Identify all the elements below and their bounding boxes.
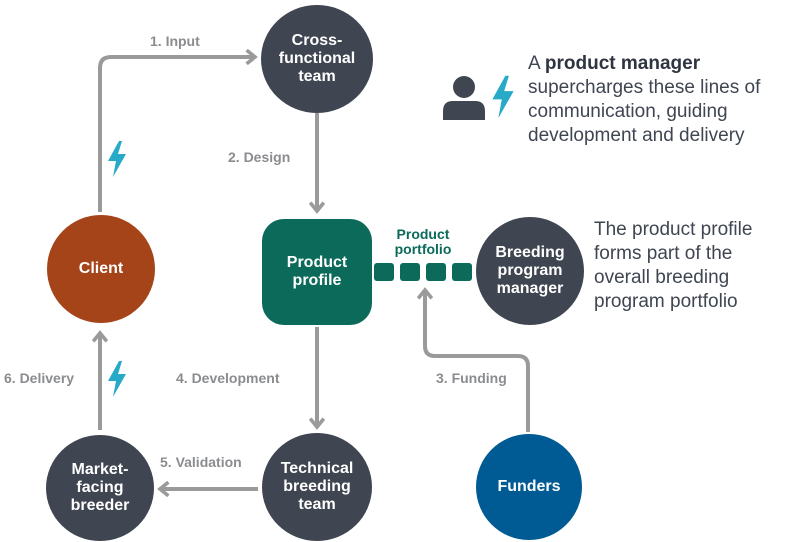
technical-breeding-team-node: Technical breeding team — [262, 433, 372, 541]
lightning-icon — [492, 75, 514, 119]
edge-label-funding: 3. Funding — [436, 370, 507, 386]
product-profile-node: Product profile — [262, 219, 372, 325]
note-body: supercharges these lines of communicatio… — [528, 77, 761, 146]
portfolio-square — [426, 263, 446, 281]
portfolio-square — [400, 263, 420, 281]
edge-label-design: 2. Design — [228, 149, 291, 165]
product-portfolio-label: Product portfolio — [394, 226, 452, 257]
lightning-icon — [108, 141, 126, 177]
person-icon — [443, 76, 485, 120]
breeding-program-manager-node: Breeding program manager — [476, 217, 584, 325]
portfolio-square — [452, 263, 472, 281]
edge-label-development: 4. Development — [176, 370, 280, 386]
client-node: Client — [47, 215, 155, 323]
edge-label-delivery: 6. Delivery — [4, 370, 75, 386]
funders-node: Funders — [476, 434, 582, 540]
cross-functional-team-node: Cross- functional team — [261, 5, 373, 113]
arrow-input — [98, 57, 255, 212]
product-manager-note: A product manager supercharges these lin… — [528, 52, 796, 148]
note-emphasis: product manager — [544, 53, 701, 74]
arrow-funding — [425, 290, 530, 432]
market-facing-breeder-node: Market- facing breeder — [46, 435, 154, 541]
note-prefix: A — [528, 53, 545, 74]
product-profile-note: The product profile forms part of the ov… — [594, 219, 753, 312]
portfolio-square — [374, 263, 394, 281]
edge-label-validation: 5. Validation — [160, 454, 242, 470]
edge-label-input: 1. Input — [150, 33, 200, 49]
lightning-icon — [108, 361, 126, 397]
